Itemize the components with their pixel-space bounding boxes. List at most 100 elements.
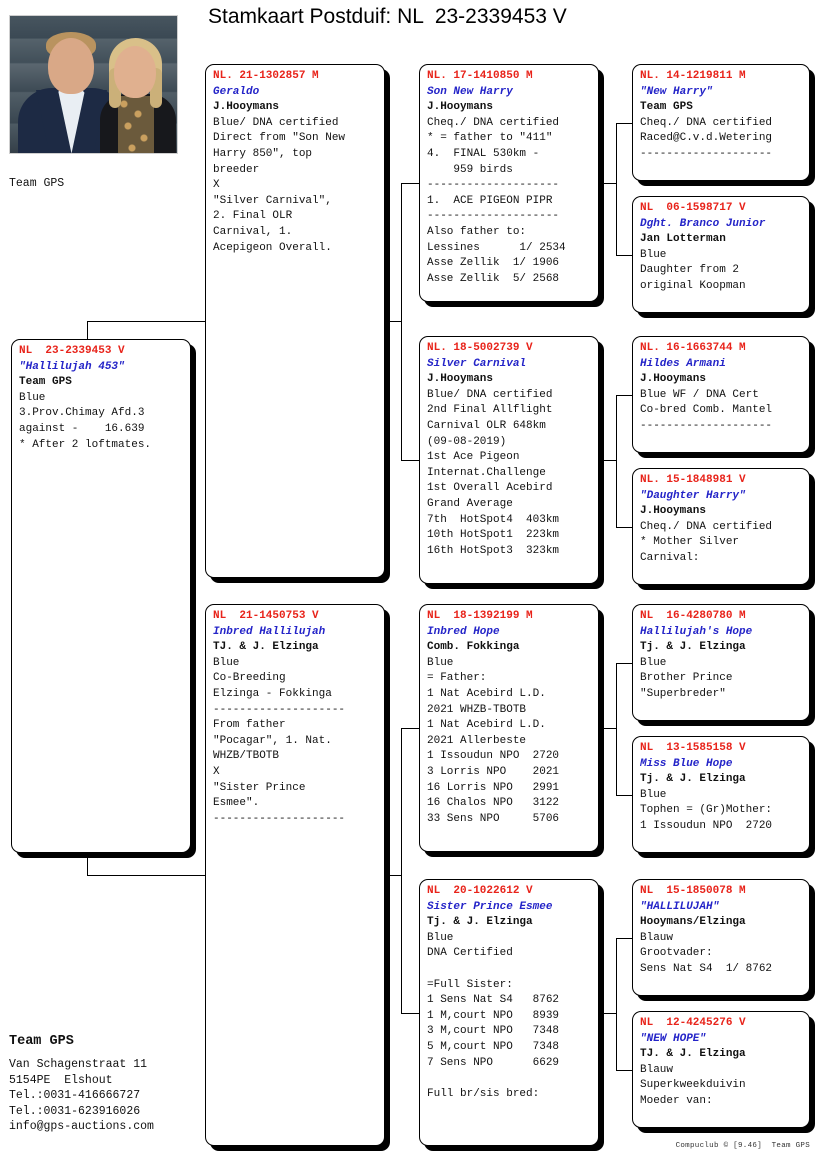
pigeon-name: "NEW HOPE" [640,1032,707,1045]
detail-line: * Mother Silver [640,536,740,549]
detail-line: original Koopman [640,279,746,292]
detail-line: TJ. & J. Elzinga [640,1048,746,1061]
detail-line: -------------------- [213,703,346,716]
connector-dam-dd-h [401,1012,419,1014]
detail-line: 16th HotSpot3 323km [427,544,560,557]
connector-ds-out [599,728,616,729]
detail-line: Blue WF / DNA Cert [640,388,759,401]
detail-line: 959 birds [427,163,513,176]
ggp-mm-mother-box[interactable]: NL 12-4245276 V "NEW HOPE" TJ. & J. Elzing… [632,1011,810,1128]
ring-number: NL 23-2339453 V [19,345,125,357]
ggp-mm-father-box[interactable]: NL 15-1850078 M"HALLILUJAH"Hooymans/Elzi… [632,879,810,996]
ring-number: NL. 15-1848981 V [640,474,746,486]
connector-subject-sire-h [87,321,205,322]
detail-line: 1 Nat Acebird L.D. [427,687,546,700]
detail-line: Brother Prince [640,672,733,685]
connector-ss-a-v [616,122,617,183]
detail-line: Carnival OLR 648km [427,419,546,432]
detail-line: Harry 850", top [213,147,313,160]
detail-line: Blue [19,391,46,404]
pigeon-name: "Daughter Harry" [640,489,746,502]
pigeon-name: Son New Harry [427,85,513,98]
photo-woman-face [114,46,156,98]
detail-line: Also father to: [427,225,527,238]
detail-line: Team GPS [19,376,72,389]
detail-line: 1. ACE PIGEON PIPR [427,194,553,207]
detail-line: Elzinga - Fokkinga [213,687,332,700]
pigeon-name: "HALLILUJAH" [640,900,720,913]
footer-credit: Compuclub © [9.46] Team GPS [675,1142,810,1150]
detail-line: against - 16.639 [19,422,145,435]
detail-line: Hooymans/Elzinga [640,916,746,929]
owners-photo [9,15,178,154]
connector-sire-sd-h [401,460,419,461]
ggp-fm-mother-box[interactable]: NL. 15-1848981 V "Daughter Harry" J.Hooyma… [632,468,810,585]
connector-subject-dam-h [87,875,205,876]
detail-line: Superkweekduivin [640,1079,746,1092]
detail-line: Cheq./ DNA certified [640,520,773,533]
connector-ss-a-h [616,122,632,124]
detail-line: "Silver Carnival", [213,194,332,207]
ring-number: NL. 18-5002739 V [427,342,533,354]
detail-line: * = father to "411" [427,132,553,145]
connector-sd-a-h [616,394,632,396]
detail-line [427,1071,598,1087]
detail-line: Blue [640,788,667,801]
detail-line: Carnival: [640,551,700,564]
contact-line: Van Schagenstraat 11 [9,1058,148,1071]
page-title: Stamkaart Postduif: NL 23-2339453 V [208,5,567,28]
pigeon-name: Silver Carnival [427,357,527,370]
detail-line: Asse Zellik 1/ 1906 [427,257,560,270]
detail-line: -------------------- [427,210,560,223]
pigeon-name: "Hallilujah 453" [19,360,125,373]
detail-line: 1 Sens Nat S4 8762 [427,994,560,1007]
detail-line: WHZB/TBOTB [213,750,280,763]
detail-line: 2021 Allerbeste [427,734,527,747]
detail-line: Tj. & J. Elzinga [640,773,746,786]
ring-number: NL. 14-1219811 M [640,70,746,82]
connector-dd-a-v [616,937,617,1013]
contact-line: Tel.:0031-623916026 [9,1104,141,1118]
connector-sd-out [599,460,616,461]
detail-line: 2021 WHZB-TBOTB [427,703,527,716]
detail-line: Sens Nat S4 1/ 8762 [640,962,773,975]
detail-line: Grootvader: [640,947,713,960]
detail-line: 4. FINAL 530km - [427,147,540,160]
pigeon-name: Inbred Hallilujah [213,625,326,638]
detail-line: Blue/ DNA certified [427,388,553,401]
ring-number: NL 18-1392199 M [427,610,533,622]
detail-line: Esmee". [213,797,260,810]
detail-line: 2nd Final Allflight [427,404,553,417]
detail-line: 16 Lorris NPO 2991 [427,781,560,794]
detail-line: Blue [213,656,240,669]
detail-line: Cheq./ DNA certified [640,116,773,129]
detail-line: "Sister Prince [213,781,306,794]
ring-number: NL 12-4245276 V [640,1017,746,1029]
detail-line: Blue [640,656,667,669]
contact-line: 5154PE Elshout [9,1073,113,1087]
pigeon-name: "New Harry" [640,85,713,98]
subject-pigeon-box[interactable]: NL 23-2339453 V "Hallilujah 453" Team GPS B… [11,339,191,853]
ring-number: NL 20-1022612 V [427,885,533,897]
connector-ss-out [599,183,616,184]
detail-line: Tophen = (Gr)Mother: [640,804,773,817]
detail-line: J.Hooymans [427,101,494,114]
detail-line: "Superbreder" [640,687,726,700]
detail-line: Full br/sis bred: [427,1087,540,1100]
detail-line: J.Hooymans [640,505,707,518]
ring-number: NL 16-4280780 M [640,610,746,622]
detail-line: Blue/ DNA certified [213,116,339,129]
